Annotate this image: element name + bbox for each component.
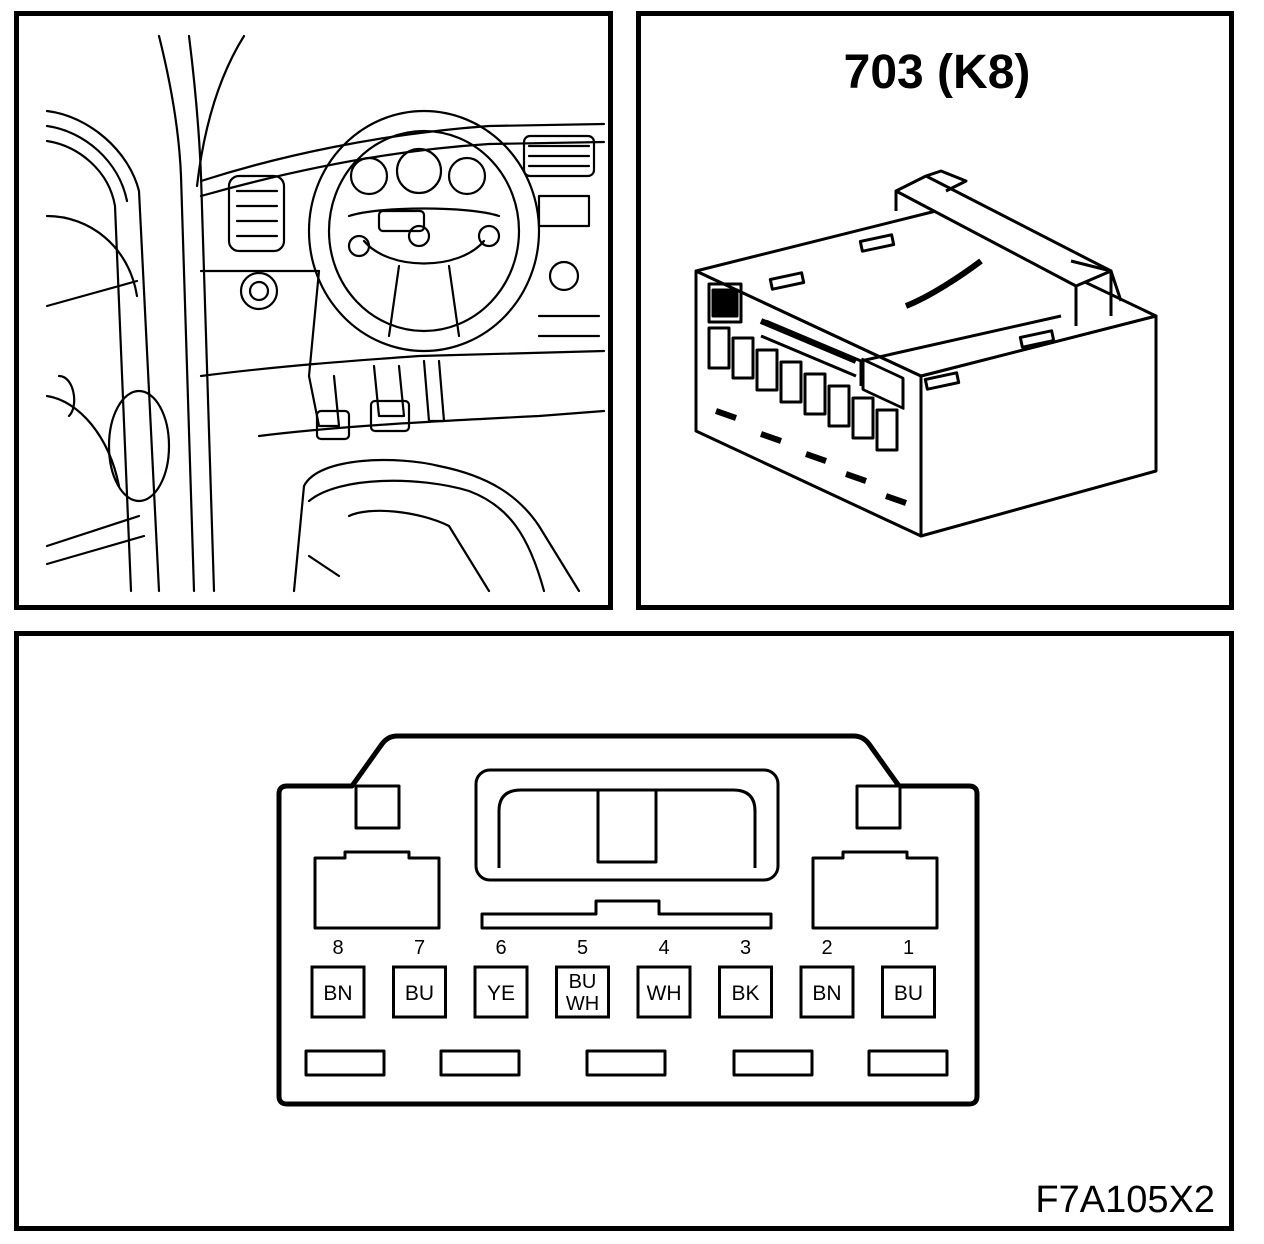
pin-cavity (636, 965, 692, 1019)
large-terminal-left (313, 850, 441, 930)
figure-id: F7A105X2 (1035, 1179, 1215, 1221)
bottom-slot (304, 1049, 386, 1077)
large-terminal-right (811, 850, 939, 930)
pin-wire-color: BU (894, 982, 923, 1005)
pin-cavity (555, 965, 610, 1019)
housing-notch-left (354, 784, 401, 830)
location-illustration-panel (14, 11, 613, 610)
pin-cavity (718, 965, 773, 1019)
pin-cavity (881, 965, 936, 1019)
pin-number: 5 (577, 937, 588, 959)
pin-wire-color: BK (731, 982, 759, 1005)
bottom-slot (585, 1049, 667, 1077)
bottom-slot (867, 1049, 949, 1077)
connector-3d-illustration: 703 (K8) (694, 46, 1158, 538)
pin-number: 4 (658, 937, 669, 959)
pin-wire-color: BN (323, 982, 352, 1005)
pin-number: 6 (495, 937, 506, 959)
center-latch-tab (596, 788, 658, 864)
pin-wire-color: WH (647, 982, 682, 1005)
pin-cell: 4WH (636, 937, 692, 1019)
pin-cell: 3BK (718, 937, 773, 1019)
connector-view-panel: 703 (K8) (636, 11, 1234, 610)
bottom-slot (732, 1049, 814, 1077)
pin-number: 2 (821, 937, 832, 959)
pin-wire-color: BU (569, 971, 597, 993)
pin-cell: 1BU (881, 937, 936, 1019)
pin-cavity (392, 965, 447, 1019)
pin-wire-color: WH (566, 993, 599, 1015)
pin-cavity (473, 965, 529, 1019)
pin-number: 1 (903, 937, 914, 959)
pin-number: 8 (332, 937, 343, 959)
pin-wire-color: BN (812, 982, 841, 1005)
bottom-slot (439, 1049, 521, 1077)
housing-notch-right (855, 784, 902, 830)
pin-wire-color: YE (487, 982, 515, 1005)
pin-cell: 7BU (392, 937, 447, 1019)
pin-cell: 6YE (473, 937, 529, 1019)
pin-number: 7 (414, 937, 425, 959)
pin-cell: 8BN (310, 937, 366, 1019)
dashboard-illustration (45, 34, 606, 593)
pin-cavity (310, 965, 366, 1019)
pin-cell: 2BN (799, 937, 855, 1019)
connector-title: 703 (K8) (844, 46, 1031, 99)
keying-rail (480, 899, 773, 930)
pin-cavity (799, 965, 855, 1019)
pin-number: 3 (740, 937, 751, 959)
pin-wire-color: BU (405, 982, 434, 1005)
